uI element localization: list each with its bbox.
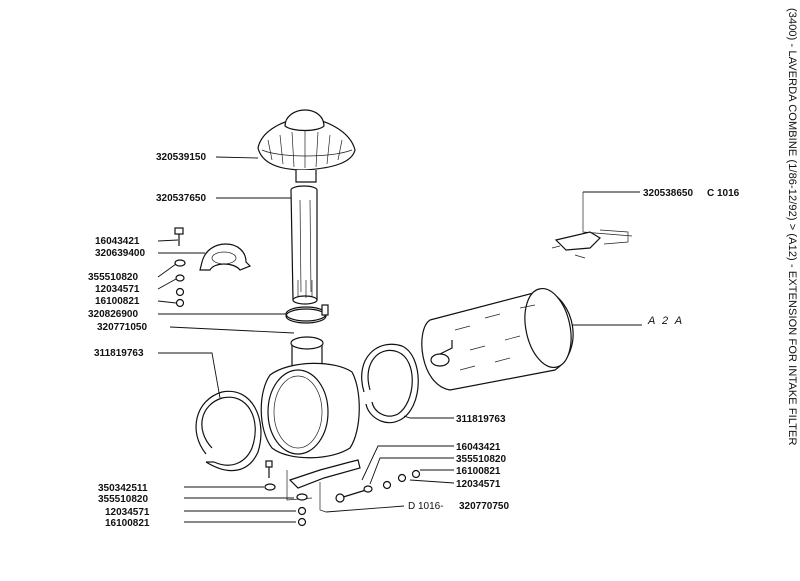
strap-bracket-drawing [264, 459, 421, 527]
label-nut-top: 16100821 [95, 296, 140, 307]
label-elbow: 320771050 [97, 322, 147, 333]
label-ring-left: 311819763 [94, 348, 144, 359]
label-cap: 320539150 [156, 152, 206, 163]
label-washer-bottom-right: 355510820 [456, 454, 506, 465]
label-lockwasher-bottom-right: 12034571 [456, 479, 501, 490]
label-filter-ref: A 2 A [647, 315, 684, 327]
clamp-bracket-drawing [174, 227, 252, 308]
label-lockwasher-bottom-left: 12034571 [105, 507, 150, 518]
leader-lines [157, 156, 642, 523]
rain-cap-drawing [257, 109, 356, 183]
label-screw-bottom-right: 16043421 [456, 442, 501, 453]
label-hose-clamp: 320826900 [88, 309, 138, 320]
label-screw-top: 16043421 [95, 236, 140, 247]
label-washer-bottom-left: 355510820 [98, 494, 148, 505]
hose-clamp-drawing [285, 304, 329, 324]
extension-pipe-drawing [290, 185, 318, 305]
left-ring-drawing [195, 390, 262, 472]
label-ring-right: 311819763 [456, 414, 506, 425]
label-bracket-right: 320538650 [643, 188, 693, 199]
label-strap-prefix: D 1016- [408, 501, 444, 512]
diagram-caption: (3400) - LAVERDA COMBINE (1/86-12/92) > … [786, 8, 798, 446]
part-labels: 320539150 320537650 16043421 320639400 3… [88, 152, 740, 529]
label-washer-top: 355510820 [88, 272, 138, 283]
filter-bracket-drawing [551, 192, 633, 259]
label-pipe: 320537650 [156, 193, 206, 204]
label-nut-bottom-left: 16100821 [105, 518, 150, 529]
label-nut-bottom-right: 16100821 [456, 466, 501, 477]
label-strap: 320770750 [459, 501, 509, 512]
air-filter-drawing [421, 288, 574, 391]
right-ring-drawing [361, 343, 419, 424]
label-screw-bottom-left: 350342511 [98, 483, 148, 494]
label-clamp-bracket: 320639400 [95, 248, 145, 259]
label-lockwasher-top: 12034571 [95, 284, 140, 295]
elbow-body-drawing [260, 336, 360, 459]
label-bracket-right-suffix: C 1016 [707, 188, 740, 199]
